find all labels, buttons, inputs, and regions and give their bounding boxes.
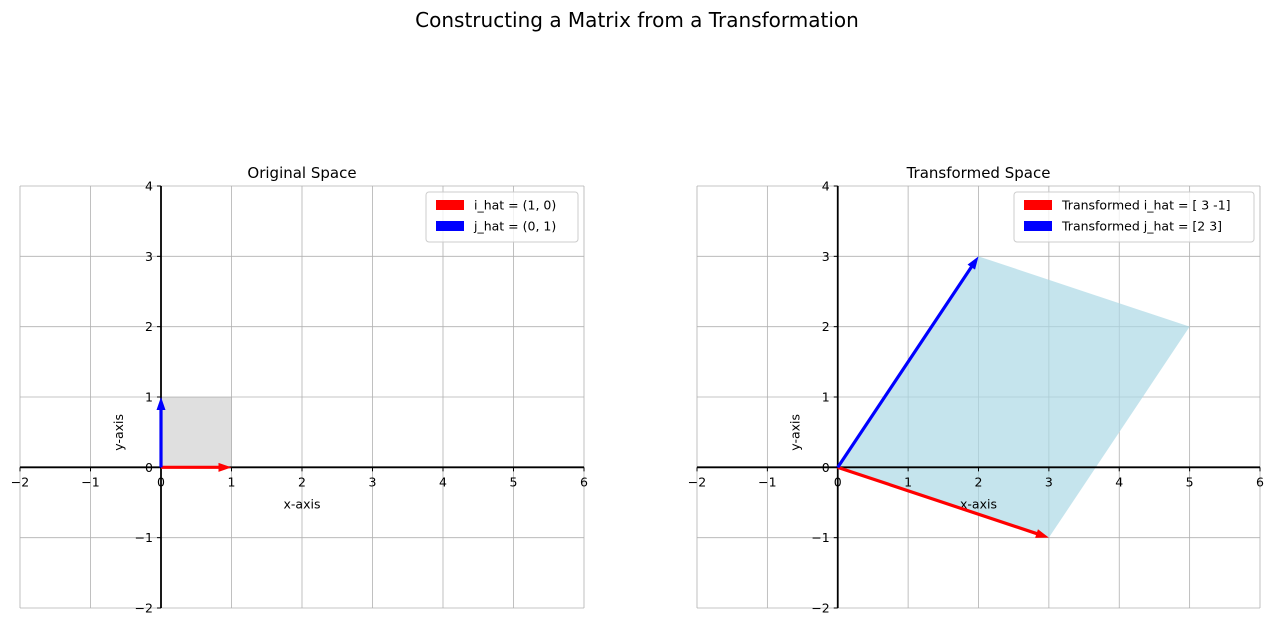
- transformed-parallelogram: [837, 256, 1190, 538]
- y-tick-label: 1: [145, 390, 153, 405]
- x-tick-label: 6: [580, 474, 588, 489]
- x-tick-label: −2: [11, 474, 29, 489]
- y-tick-label: 0: [145, 460, 153, 475]
- x-axis-label: x-axis: [284, 496, 321, 511]
- y-tick-label: 3: [145, 249, 153, 264]
- y-tick-label: 0: [822, 460, 830, 475]
- x-tick-label: 2: [298, 474, 306, 489]
- x-tick-label: 1: [228, 474, 236, 489]
- legend-label: Transformed j_hat = [2 3]: [1061, 219, 1222, 234]
- x-tick-label: 4: [439, 474, 447, 489]
- subplot-title: Transformed Space: [906, 164, 1051, 182]
- x-tick-label: 0: [834, 474, 842, 489]
- x-tick-label: 5: [510, 474, 518, 489]
- y-tick-label: −2: [811, 601, 829, 616]
- legend-label: j_hat = (0, 1): [473, 219, 556, 234]
- x-axis-label: x-axis: [960, 496, 997, 511]
- subplot-title: Original Space: [247, 164, 356, 182]
- x-tick-label: 4: [1115, 474, 1123, 489]
- y-tick-label: −1: [135, 530, 153, 545]
- subplot-original-space: Original Space −2 −1 0 1 2 3 4 5 6 −2 −1 0 1 2 3 4 x-axis…: [11, 164, 588, 616]
- unit-square: [161, 397, 232, 468]
- x-tick-label: 3: [1045, 474, 1053, 489]
- vector-arrow-j-hat: [836, 256, 979, 469]
- y-axis-label: y-axis: [111, 414, 126, 451]
- y-tick-label: 4: [822, 179, 830, 194]
- figure-title: Constructing a Matrix from a Transformat…: [415, 8, 859, 32]
- legend-label: Transformed i_hat = [ 3 -1]: [1061, 198, 1231, 213]
- y-tick-label: −2: [135, 601, 153, 616]
- x-tick-label: 1: [904, 474, 912, 489]
- y-axis-label: y-axis: [788, 414, 803, 451]
- y-tick-label: 4: [145, 179, 153, 194]
- x-tick-label: 5: [1186, 474, 1194, 489]
- x-tick-label: 6: [1256, 474, 1264, 489]
- legend-label: i_hat = (1, 0): [474, 198, 556, 213]
- x-tick-label: −2: [688, 474, 706, 489]
- legend-swatch: [1024, 200, 1052, 210]
- x-tick-label: −1: [81, 474, 99, 489]
- legend-box: [1013, 191, 1255, 243]
- y-tick-label: 1: [822, 390, 830, 405]
- y-tick-label: 3: [822, 249, 830, 264]
- x-tick-label: −1: [758, 474, 776, 489]
- subplot-transformed-space: Transformed Space −2 −1 0 1 2 3 4 5 6 −2 −1 0 1 2 3 4 x-a…: [688, 164, 1264, 616]
- x-tick-label: 3: [369, 474, 377, 489]
- legend-swatch: [436, 221, 464, 231]
- y-tick-label: −1: [811, 530, 829, 545]
- legend-swatch: [436, 200, 464, 210]
- y-tick-label: 2: [822, 319, 830, 334]
- x-tick-label: 2: [975, 474, 983, 489]
- y-tick-label: 2: [145, 319, 153, 334]
- vector-arrow-i-hat: [161, 462, 232, 472]
- x-tick-label: 0: [157, 474, 165, 489]
- legend-swatch: [1024, 221, 1052, 231]
- vector-arrow-i-hat: [837, 465, 1049, 538]
- vector-arrow-j-hat: [156, 397, 166, 468]
